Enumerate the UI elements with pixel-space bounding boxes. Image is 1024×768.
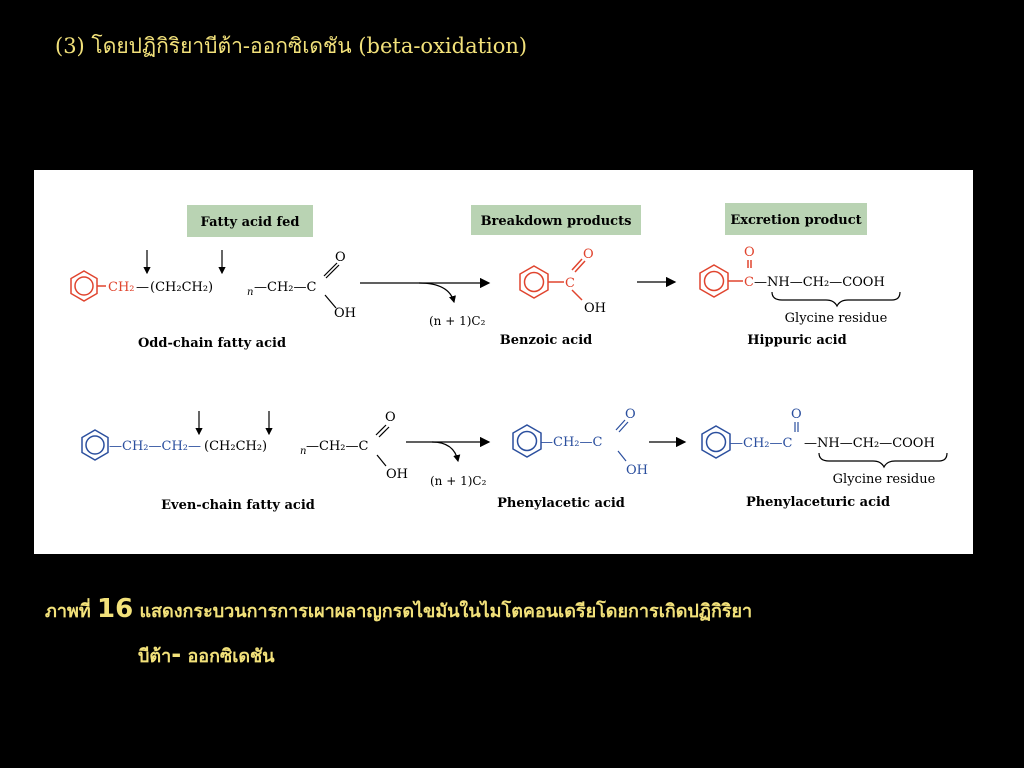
even-carbonyl-o: O xyxy=(385,410,396,425)
even-loss-curve xyxy=(431,441,461,463)
even-chain-n: n xyxy=(300,446,306,457)
caption-prefix: ภาพที่ xyxy=(45,601,97,622)
caption-number: 16 xyxy=(96,594,134,624)
slide-title: (3) โดยปฏิกิริยาบีต้า-ออกซิเดชัน (beta-o… xyxy=(55,34,528,58)
header-breakdown-label: Breakdown products xyxy=(481,214,632,229)
even-chain-fatty-acid-structure: —CH₂—CH₂— (CH₂CH₂) n —CH₂—C O OH Even-ch… xyxy=(81,410,408,513)
benzoic-c: C xyxy=(565,276,575,291)
hippuric-residue-label: Glycine residue xyxy=(785,311,888,326)
figure-caption: ภาพที่ 16 แสดงกระบวนการการเผาผลาญกรดไขมั… xyxy=(45,594,752,625)
header-fed-label: Fatty acid fed xyxy=(201,215,300,230)
benzoic-acid-name: Benzoic acid xyxy=(500,333,593,348)
benzoic-acid-structure: C O OH Benzoic acid xyxy=(500,247,606,348)
hippuric-acid-name: Hippuric acid xyxy=(747,333,846,348)
phenylaceturic-ch2c: —CH₂—C xyxy=(730,436,792,451)
even-chain-name: Even-chain fatty acid xyxy=(161,498,315,513)
caption-line2-b: ออกซิเดชัน xyxy=(181,646,275,667)
odd-loss-curve xyxy=(418,282,456,304)
phenylaceturic-residue-label: Glycine residue xyxy=(833,472,936,487)
odd-dash: — xyxy=(136,280,149,295)
header-excretion-label: Excretion product xyxy=(730,213,861,228)
caption-line2-dash: - xyxy=(171,640,182,668)
header-breakdown-products: Breakdown products xyxy=(471,205,641,235)
hippuric-o: O xyxy=(744,245,755,260)
even-ch2-ch2-blue: —CH₂—CH₂— xyxy=(109,439,201,454)
odd-loss-label: (n + 1)C₂ xyxy=(429,314,486,328)
hippuric-c: C xyxy=(744,275,754,290)
even-loss-label: (n + 1)C₂ xyxy=(430,474,487,488)
even-chain-repeat: (CH₂CH₂) xyxy=(204,439,267,454)
beta-oxidation-figure: Fatty acid fed Breakdown products Excret… xyxy=(34,170,973,554)
odd-carbonyl-o: O xyxy=(335,250,346,265)
hippuric-glycine-brace xyxy=(771,291,901,308)
odd-ch2-c: —CH₂—C xyxy=(254,280,316,295)
header-fatty-acid-fed: Fatty acid fed xyxy=(187,205,313,237)
even-ch2-c: —CH₂—C xyxy=(306,439,368,454)
even-oh: OH xyxy=(386,467,408,482)
odd-oh: OH xyxy=(334,306,356,321)
hippuric-acid-structure: C O —NH—CH₂—COOH Glycine residue Hippuri… xyxy=(699,245,901,348)
benzoic-oh: OH xyxy=(584,301,606,316)
figure-caption-line2: บีต้า- ออกซิเดชัน xyxy=(138,640,275,670)
phenylacetic-acid-structure: —CH₂—C O OH Phenylacetic acid xyxy=(497,407,648,511)
odd-chain-name: Odd-chain fatty acid xyxy=(138,336,286,351)
phenylaceturic-acid-structure: —CH₂—C O —NH—CH₂—COOH Glycine residue Ph… xyxy=(701,407,948,510)
hippuric-tail: —NH—CH₂—COOH xyxy=(754,275,885,290)
phenylacetic-o: O xyxy=(625,407,636,422)
phenylacetic-ch2c: —CH₂—C xyxy=(540,435,602,450)
phenylacetic-oh: OH xyxy=(626,463,648,478)
phenylacetic-acid-name: Phenylacetic acid xyxy=(497,496,625,511)
odd-ch2-red: CH₂ xyxy=(108,280,135,295)
phenylaceturic-o: O xyxy=(791,407,802,422)
benzoic-o: O xyxy=(583,247,594,262)
caption-line2-a: บีต้า xyxy=(138,646,172,667)
header-excretion-product: Excretion product xyxy=(725,203,867,235)
benzene-ring-odd xyxy=(70,270,98,302)
phenylaceturic-tail: —NH—CH₂—COOH xyxy=(804,436,935,451)
caption-text: แสดงกระบวนการการเผาผลาญกรดไขมันในไมโตคอน… xyxy=(133,601,753,622)
odd-chain-repeat: (CH₂CH₂) xyxy=(150,280,213,295)
phenylaceturic-glycine-brace xyxy=(818,452,948,469)
odd-chain-fatty-acid-structure: CH₂ — (CH₂CH₂) n —CH₂—C O OH Odd-chain f… xyxy=(70,250,356,351)
phenylaceturic-acid-name: Phenylaceturic acid xyxy=(746,495,890,510)
odd-chain-n: n xyxy=(247,287,253,298)
